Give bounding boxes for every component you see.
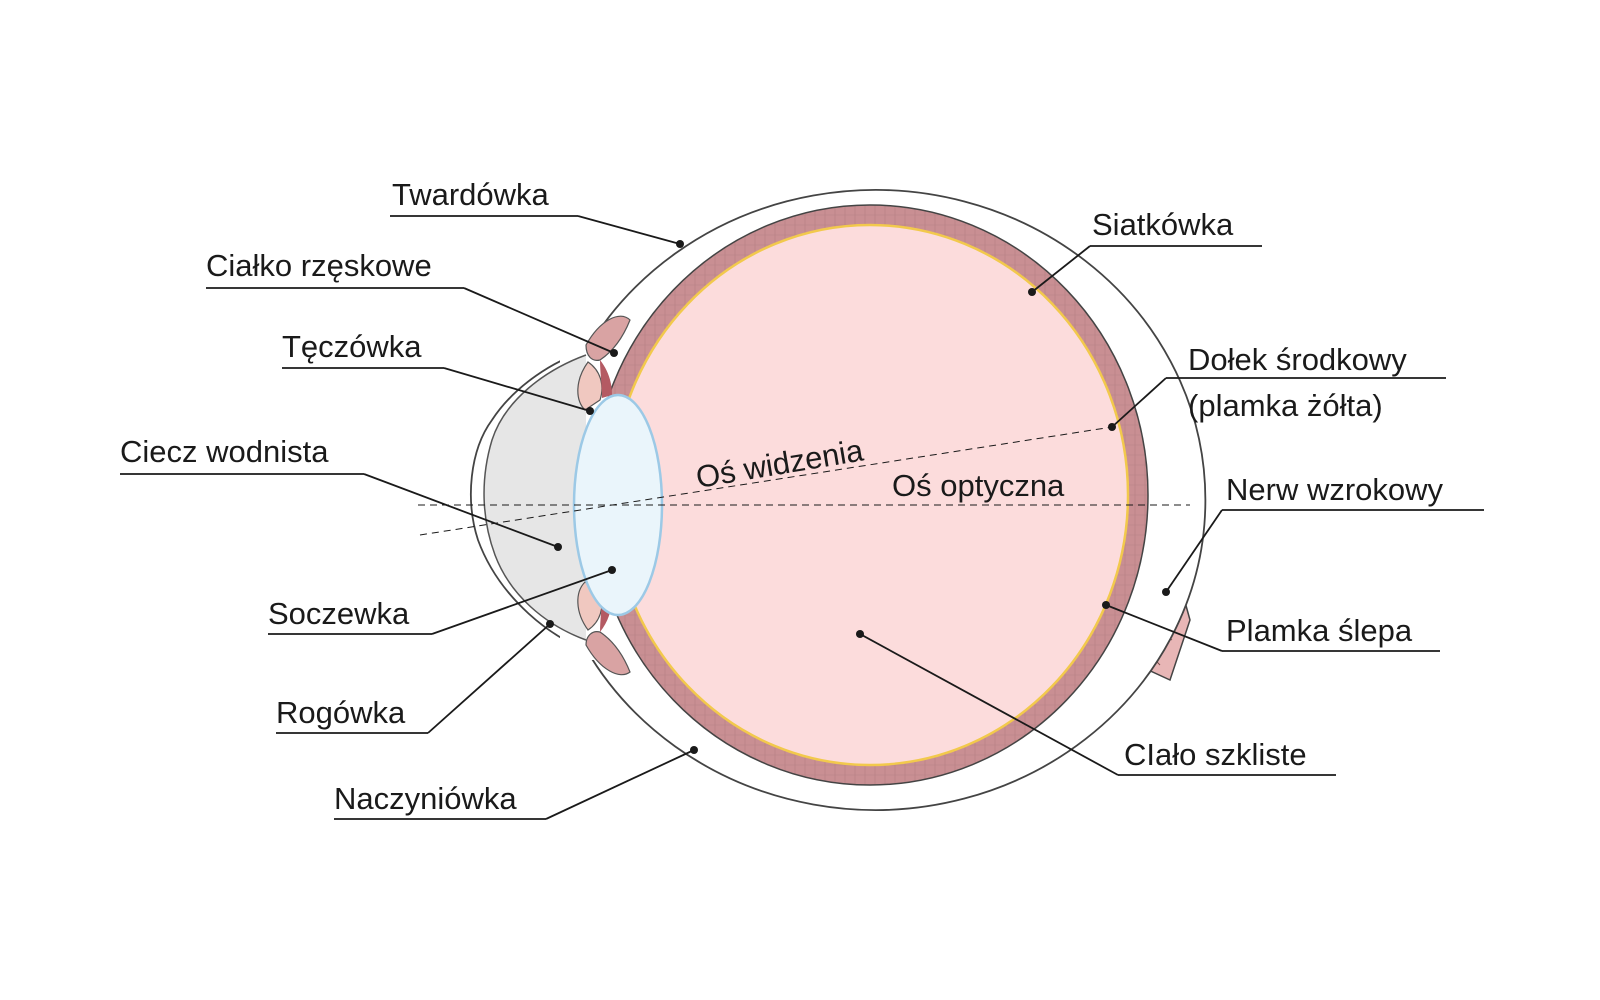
leader-cialo-szkliste — [859, 633, 1119, 776]
label-cialo-szkliste: CIało szkliste — [1124, 737, 1307, 772]
label-dolek-line2: (plamka żółta) — [1188, 388, 1383, 423]
pointer-cialko-rzeskowe — [610, 349, 618, 357]
label-rogowka: Rogówka — [276, 695, 406, 730]
pointer-naczyniowka — [690, 746, 698, 754]
leader-cialko-rzeskowe — [463, 287, 615, 354]
iris-top-red — [600, 360, 612, 398]
leader-naczyniowka — [545, 749, 695, 820]
pointer-ciecz-wodnista — [554, 543, 562, 551]
leader-twardowka — [577, 215, 681, 245]
pointer-nerw — [1162, 588, 1170, 596]
label-teczowka: Tęczówka — [282, 329, 422, 364]
pointer-soczewka — [608, 566, 616, 574]
pointer-plamka-slepa — [1102, 601, 1110, 609]
pointer-cialo-szkliste — [856, 630, 864, 638]
leader-soczewka — [431, 569, 613, 635]
ciliary-body-top — [585, 315, 631, 361]
cornea — [483, 354, 587, 641]
label-naczyniowka: Naczyniówka — [334, 781, 517, 816]
pointer-teczowka — [586, 407, 594, 415]
label-soczewka: Soczewka — [268, 596, 410, 631]
label-dolek-line1: Dołek środkowy — [1188, 342, 1407, 377]
leader-plamka-slepa — [1105, 604, 1223, 652]
label-plamka-slepa: Plamka ślepa — [1226, 613, 1413, 648]
pointer-rogowka — [546, 620, 554, 628]
pointer-siatkowka — [1028, 288, 1036, 296]
label-ciecz-wodnista: Ciecz wodnista — [120, 434, 329, 469]
leader-rogowka — [427, 623, 551, 734]
optical-axis-label: Oś optyczna — [892, 468, 1065, 503]
leader-siatkowka — [1031, 245, 1091, 293]
ciliary-body-bottom — [585, 631, 631, 676]
label-siatkowka: Siatkówka — [1092, 207, 1234, 242]
leader-ciecz-wodnista — [363, 473, 559, 548]
pointer-dolek — [1108, 423, 1116, 431]
label-nerw: Nerw wzrokowy — [1226, 472, 1444, 507]
leader-dolek — [1111, 377, 1167, 428]
leader-teczowka — [443, 367, 591, 412]
iris-top — [577, 361, 603, 411]
label-twardowka: Twardówka — [392, 177, 550, 212]
visual-axis-line — [419, 426, 1113, 536]
leader-nerw — [1165, 509, 1223, 593]
label-cialko-rzeskowe: Ciałko rzęskowe — [206, 248, 432, 283]
pointer-twardowka — [676, 240, 684, 248]
